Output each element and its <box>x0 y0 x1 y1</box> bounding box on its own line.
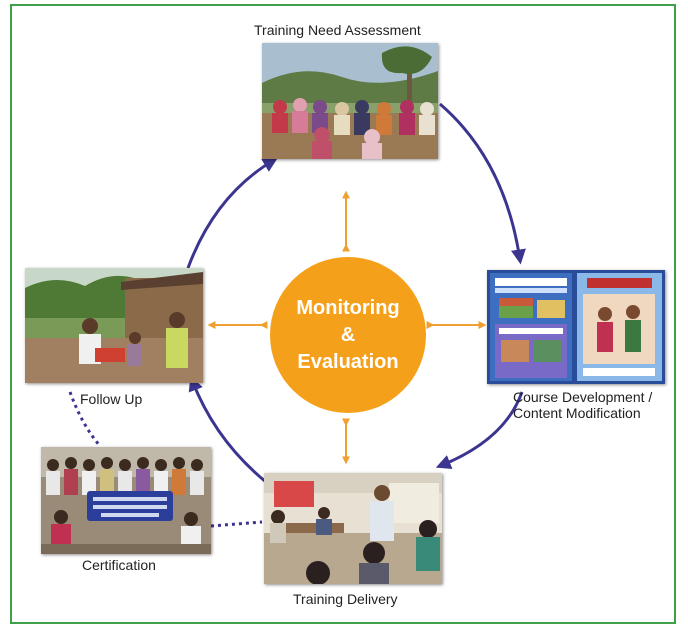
center-line-1: Monitoring <box>296 296 400 319</box>
delivery-photo <box>264 473 442 584</box>
label-follow-up: Follow Up <box>80 391 143 407</box>
label-delivery: Training Delivery <box>293 591 398 607</box>
arrow-delivery-to-followup <box>188 375 267 484</box>
center-line-3: Evaluation <box>297 350 399 373</box>
label-development: Course Development / Content Modificatio… <box>513 389 652 421</box>
monitoring-evaluation-circle: Monitoring & Evaluation <box>270 257 426 413</box>
label-development-line2: Content Modification <box>513 405 641 421</box>
label-certification: Certification <box>82 557 156 573</box>
label-development-line1: Course Development / <box>513 389 653 405</box>
label-assessment: Training Need Assessment <box>254 22 421 38</box>
center-line-2: & <box>340 323 356 346</box>
dotted-certification-to-delivery <box>210 520 263 528</box>
arrow-assessment-to-development <box>439 102 526 265</box>
certification-photo <box>41 447 211 554</box>
followup-photo <box>25 268 203 383</box>
dotted-followup-to-certification <box>68 391 102 447</box>
development-photo <box>487 270 665 384</box>
arrow-followup-to-assessment <box>186 157 278 269</box>
assessment-photo <box>262 43 438 159</box>
arrow-development-to-delivery <box>435 391 524 470</box>
